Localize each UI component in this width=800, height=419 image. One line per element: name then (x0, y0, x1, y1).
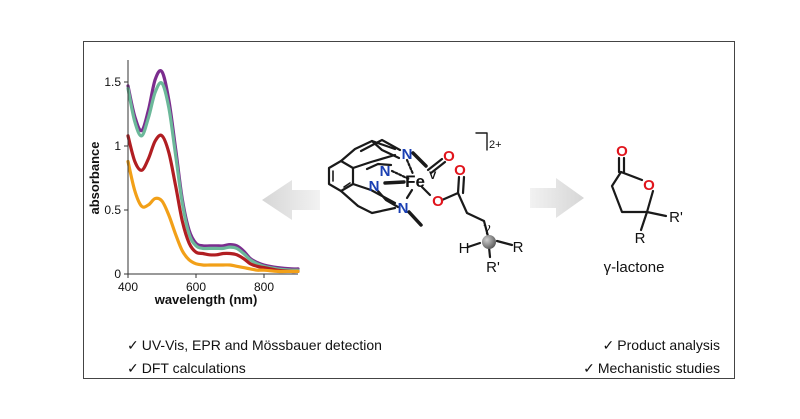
lactone-ring-oxygen: O (643, 177, 655, 194)
lactone-rprime-bond (645, 210, 668, 218)
x-tick-label: 800 (254, 280, 274, 294)
series-line-4 (126, 159, 300, 274)
fe-oxo-bond (426, 157, 444, 172)
fe-o-bond (420, 185, 432, 197)
figure-frame (83, 41, 735, 379)
uv-vis-chart: 0 0.5 1 1.5 400 600 800 wavelength (nm) absorb… (87, 60, 300, 307)
checkmark-icon: ✓ (127, 360, 139, 376)
series-line-2 (126, 81, 300, 272)
r-label: R (513, 239, 524, 256)
lactone-structure (610, 156, 668, 232)
n-fe-bond (390, 169, 411, 181)
right-arrow (530, 178, 584, 218)
carbonyl-oxygen-label: O (454, 162, 466, 179)
iron-label: Fe (405, 172, 425, 191)
nitrogen-label-lower: N (398, 200, 409, 217)
checkmark-icon: ✓ (583, 360, 595, 376)
upper-arm-bond (339, 139, 397, 163)
y-tick-label: 0 (114, 267, 121, 281)
left-arrow (262, 180, 320, 220)
caption-product-analysis: ✓Product analysis (602, 337, 720, 353)
nitrogen-label-upper: N (402, 146, 413, 163)
back-ring-bond (365, 162, 393, 171)
caption-spectroscopy: ✓UV-Vis, EPR and Mössbauer detection (127, 337, 382, 353)
lactone-r-label: R (635, 230, 646, 247)
gamma-label: γ (483, 221, 491, 236)
lower-arm-bond (339, 189, 397, 215)
nitrogen-label-pyridine: N (369, 178, 380, 195)
y-tick-label: 1.5 (104, 75, 121, 89)
lactone-ring-bond (619, 170, 644, 182)
gamma-carbon-ball (482, 235, 496, 249)
checkmark-icon: ✓ (127, 337, 139, 353)
lactone-ring-bond (610, 170, 655, 214)
charge-bracket (475, 132, 488, 151)
c-h-bond (466, 241, 482, 249)
lower-inner-bond (351, 182, 397, 205)
methyl-wedge-upper (411, 151, 428, 168)
nitrogen-label-middle: N (380, 163, 391, 180)
x-axis-label: wavelength (nm) (154, 292, 258, 307)
c-r-bond (495, 239, 514, 247)
series-line-3 (126, 133, 300, 274)
oxo-oxygen-label: O (443, 148, 455, 165)
carbonyl-bond (461, 175, 466, 195)
tick-layer: 0 0.5 1 1.5 400 600 800 (104, 75, 274, 294)
fe-oxo-bond (429, 160, 447, 175)
pyridine-double-bond (343, 182, 351, 188)
checkmark-icon: ✓ (602, 337, 615, 353)
y-axis-label: absorbance (87, 142, 102, 215)
y-tick-label: 1 (114, 139, 121, 153)
ester-oxygen-label: O (432, 193, 444, 210)
lactone-r-bond (639, 210, 649, 232)
methyl-wedge-lower (407, 210, 423, 227)
hydrogen-label: H (459, 240, 470, 257)
carbonyl-bond (456, 175, 461, 195)
n-fe-bond (405, 158, 415, 176)
oxidation-state-label: V (429, 170, 437, 182)
back-ring-bond (376, 189, 400, 209)
o-c-bond (440, 191, 460, 202)
alkyl-chain (456, 191, 491, 242)
n-fe-bond (405, 188, 414, 200)
back-ring-bond (359, 138, 402, 153)
iron-complex-structure (327, 132, 514, 259)
upper-inner-bond (351, 153, 397, 170)
x-tick-label: 400 (118, 280, 138, 294)
n-fe-bond (383, 180, 406, 185)
y-tick-label: 0.5 (104, 203, 121, 217)
x-tick-label: 600 (186, 280, 206, 294)
back-ring-bond (370, 139, 401, 160)
caption-dft: ✓DFT calculations (127, 360, 246, 376)
product-label: γ-lactone (604, 259, 665, 276)
caption-mechanistic: ✓Mechanistic studies (583, 360, 720, 376)
lactone-carbonyl-oxygen: O (616, 143, 628, 160)
charge-label: 2+ (489, 139, 502, 151)
series-layer (126, 69, 300, 274)
lactone-r-prime-label: R' (669, 209, 683, 226)
r-prime-label: R' (486, 259, 500, 276)
